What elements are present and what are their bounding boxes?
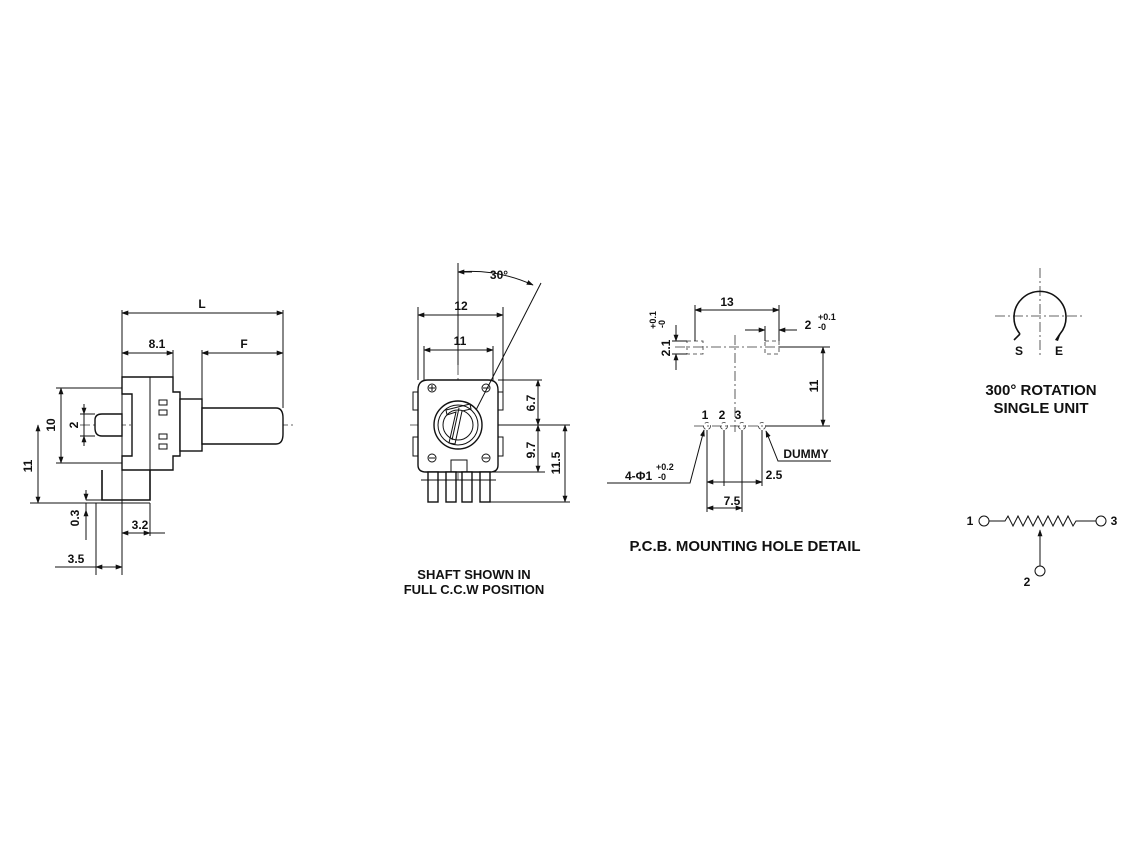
dim-2-tol-minus: -0 (818, 322, 826, 332)
rotation-caption-line1: 300° ROTATION (985, 382, 1096, 399)
dim-11.5-label: 11.5 (549, 451, 563, 474)
dim-12-label: 12 (454, 299, 468, 313)
dim-L-label: L (198, 297, 205, 311)
hole-tol-minus: -0 (658, 472, 666, 482)
front-view: 30° 12 11 6.7 9.7 11.5 SHAFT SHOWN IN FU… (404, 263, 570, 597)
pin-3-label: 3 (735, 408, 742, 422)
schematic-pin-2-label: 2 (1024, 575, 1031, 589)
pin-2-label: 2 (719, 408, 726, 422)
dim-10-label: 10 (44, 418, 58, 432)
schematic-pin-1-label: 1 (967, 514, 974, 528)
rotation-end-label: E (1055, 344, 1063, 358)
dim-11-pcb-label: 11 (807, 379, 821, 392)
dim-11-label-front: 11 (454, 334, 467, 348)
pcb-hole-detail: 13 2 +0.1 -0 2.1 +0.1 -0 11 1 2 3 DUMMY … (607, 295, 861, 555)
potentiometer-schematic: 1 2 3 (967, 514, 1118, 589)
dim-2.1-label: 2.1 (659, 339, 673, 356)
rotation-diagram: S E 300° ROTATION SINGLE UNIT (985, 268, 1097, 417)
dim-3.5-label: 3.5 (68, 552, 85, 566)
schematic-terminal-3 (1095, 515, 1107, 527)
rotation-start-label: S (1015, 344, 1023, 358)
dim-13-label: 13 (720, 295, 734, 309)
dim-2-label: 2 (67, 421, 81, 428)
front-view-caption-line2: FULL C.C.W POSITION (404, 582, 545, 597)
schematic-pin-3-label: 3 (1111, 514, 1118, 528)
dim-2.1-tol-minus: -0 (657, 320, 667, 328)
dim-30deg-label: 30° (490, 268, 508, 282)
dim-8.1-label: 8.1 (149, 337, 166, 351)
dim-2-slot-label: 2 (805, 318, 812, 332)
dim-2.5-label: 2.5 (766, 468, 783, 482)
schematic-terminal-1 (978, 515, 990, 527)
pcb-hole-1 (703, 422, 711, 430)
front-view-caption-line1: SHAFT SHOWN IN (417, 567, 530, 582)
hole-size-label: 4-Φ1 (625, 469, 653, 483)
dummy-label: DUMMY (783, 447, 828, 461)
dim-6.7-label: 6.7 (524, 394, 538, 411)
hole-tol-plus: +0.2 (656, 462, 674, 472)
side-view: L 8.1 F 10 2 11 0.3 3.2 3.5 (21, 297, 295, 575)
pcb-hole-2 (720, 422, 728, 430)
dim-2.1-tol-plus: +0.1 (648, 311, 658, 329)
dim-2-tol-plus: +0.1 (818, 312, 836, 322)
dim-0.3-label: 0.3 (68, 509, 82, 526)
pcb-caption: P.C.B. MOUNTING HOLE DETAIL (629, 538, 860, 555)
rotation-caption-line2: SINGLE UNIT (993, 400, 1088, 417)
dim-9.7-label: 9.7 (524, 441, 538, 458)
dim-3.2-label: 3.2 (132, 518, 149, 532)
pcb-hole-dummy (758, 422, 766, 430)
schematic-terminal-2 (1034, 565, 1046, 577)
dim-11-label: 11 (21, 459, 35, 472)
dim-F-label: F (240, 337, 247, 351)
pin-1-label: 1 (702, 408, 709, 422)
pcb-hole-3 (738, 422, 746, 430)
dim-7.5-label: 7.5 (724, 494, 741, 508)
